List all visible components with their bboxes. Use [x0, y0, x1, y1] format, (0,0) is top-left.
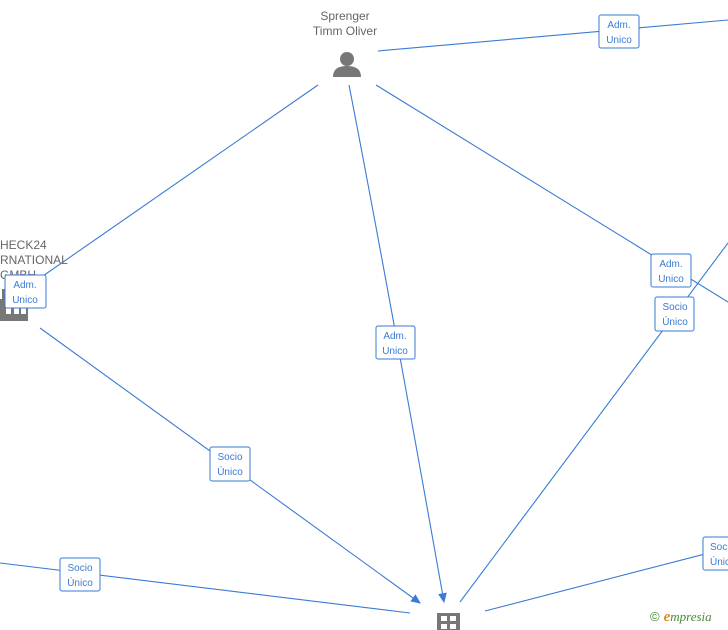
- edge-label-top-right-line2: Unico: [606, 35, 632, 46]
- edge-label-left-lower-line1: Socio: [217, 452, 242, 463]
- brand-logo-text: mpresia: [670, 609, 712, 624]
- edge-label-bottom-right-line1: Socio: [710, 542, 728, 553]
- empresia-watermark: ©empresia: [650, 609, 712, 626]
- bottom-company-node[interactable]: [437, 613, 460, 630]
- edge-person-to-right-top: [377, 19, 728, 52]
- edge-label-right-upper-line2: Unico: [658, 274, 684, 285]
- edge-label-left-lower-line2: Único: [217, 465, 243, 478]
- edge-label-left-company-line2: Unico: [12, 295, 38, 306]
- edge-label-top-right-line1: Adm.: [607, 20, 630, 31]
- person-name-line2: Timm Oliver: [313, 24, 377, 38]
- edge-label-left-lower[interactable]: Socio Único: [209, 446, 251, 482]
- edge-label-left-company-line1: Adm.: [13, 280, 36, 291]
- edge-label-center-line2: Unico: [382, 346, 408, 357]
- edge-label-right-upper[interactable]: Adm. Unico: [650, 253, 692, 288]
- left-company-name-line2: RNATIONAL: [0, 253, 68, 267]
- copyright-symbol: ©: [650, 609, 660, 624]
- edge-label-bottom-left-line1: Socio: [67, 563, 92, 574]
- person-icon: [333, 52, 361, 77]
- edge-label-left-company[interactable]: Adm. Unico: [4, 274, 47, 309]
- person-name-line1: Sprenger: [320, 9, 369, 23]
- edge-label-center[interactable]: Adm. Unico: [375, 325, 416, 360]
- edge-label-bottom-left[interactable]: Socio Único: [59, 557, 101, 592]
- left-company-name-line1: HECK24: [0, 238, 47, 252]
- edge-label-right-lower[interactable]: Socio Único: [654, 296, 695, 332]
- edge-person-to-left-company: [39, 84, 319, 279]
- edge-person-to-bottom-company: [348, 84, 447, 604]
- edge-label-right-lower-line2: Único: [662, 315, 688, 328]
- edge-label-bottom-right-line2: Únic: [710, 555, 728, 568]
- person-node[interactable]: Sprenger Timm Oliver: [313, 9, 377, 77]
- edge-label-bottom-right[interactable]: Socio Únic: [702, 536, 728, 571]
- edge-label-right-upper-line1: Adm.: [659, 259, 682, 270]
- edge-label-bottom-left-line2: Único: [67, 576, 93, 589]
- edge-label-center-line1: Adm.: [383, 331, 406, 342]
- building-icon: [437, 613, 460, 630]
- edge-label-right-lower-line1: Socio: [662, 302, 687, 313]
- edge-label-top-right[interactable]: Adm. Unico: [598, 14, 640, 49]
- brand-logo-e: e: [663, 609, 671, 625]
- edge-bottom-company-to-bottom-right: [484, 547, 728, 612]
